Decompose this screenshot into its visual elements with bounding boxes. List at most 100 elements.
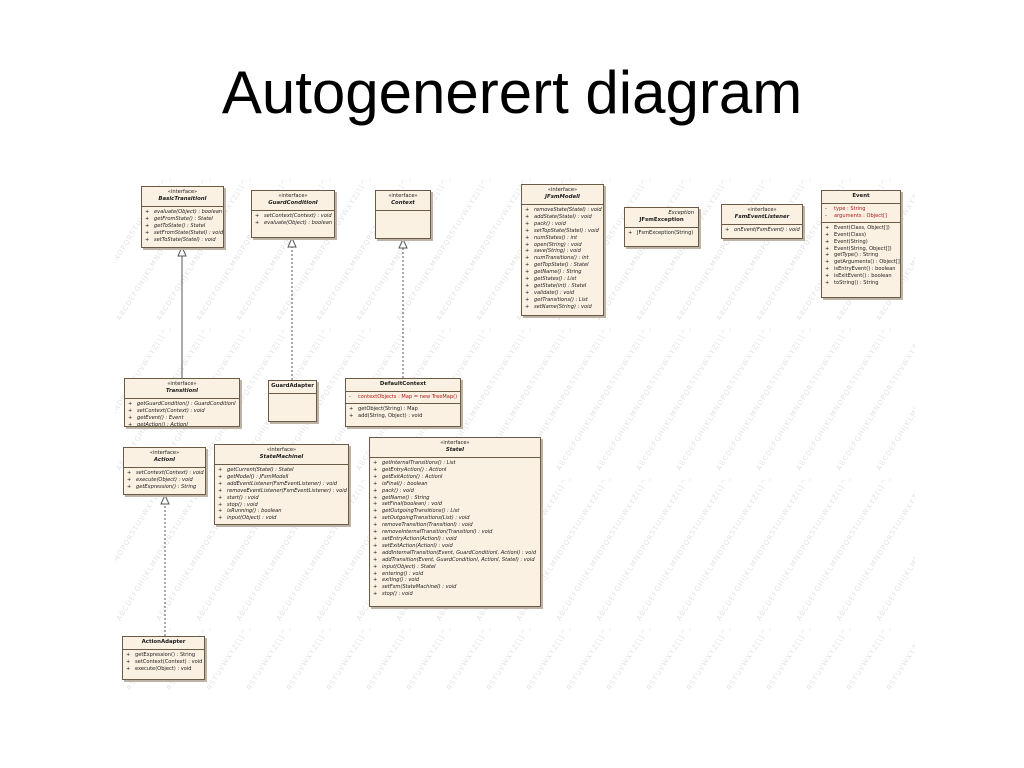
visibility-marker: + xyxy=(825,259,830,266)
method-text: setFromState(StateI) : void xyxy=(154,229,224,236)
class-methods: +Event(Class, Object[])+Event(Class)+Eve… xyxy=(822,223,900,289)
class-stereotype: «interface» xyxy=(747,207,777,213)
method-text: getName() : String xyxy=(534,269,582,276)
visibility-marker: + xyxy=(725,227,730,233)
method-text: addInternalTransition(Event, GuardCondit… xyxy=(382,549,537,556)
class-header: «interface»StateI xyxy=(370,438,540,458)
method-row: +input(Object) : void xyxy=(218,515,345,522)
method-text: setOutgoingTransitions(List) : void xyxy=(382,515,470,522)
watermark-text: ABCDEFGHIJKLMNOPQRSTUVWXYZ[\]^_ xyxy=(675,623,772,690)
method-row: +validate() : void xyxy=(525,290,600,297)
method-text: Event(Class) xyxy=(834,231,866,238)
visibility-marker: + xyxy=(525,303,530,310)
watermark-text: ABCDEFGHIJKLMNOPQRSTUVWXYZ[\]^_ xyxy=(595,178,693,323)
visibility-marker: + xyxy=(349,412,354,419)
class-methods: +getInternalTransitions() : List+getEntr… xyxy=(370,458,540,600)
class-basic-transition[interactable]: «interface»BasicTransitionI+evaluate(Obj… xyxy=(141,186,224,248)
class-name: TransitionI xyxy=(165,388,199,394)
visibility-marker: + xyxy=(127,470,132,476)
method-text: save(String) : void xyxy=(534,248,581,255)
watermark-text: ABCDEFGHIJKLMNOPQRSTUVWXYZ[\]^_ xyxy=(715,473,813,623)
watermark-text: ABCDEFGHIJKLMNOPQRSTUVWXYZ[\]^_ xyxy=(595,473,693,623)
class-header: «interface»Context xyxy=(376,191,430,211)
visibility-marker: + xyxy=(349,405,354,412)
visibility-marker: + xyxy=(825,238,830,245)
method-row: +getExpression() : String xyxy=(126,652,201,659)
visibility-marker: + xyxy=(825,266,830,273)
class-fsm-event-listener[interactable]: «interface»FsmEventListener+onEvent(FsmE… xyxy=(721,204,803,239)
method-row: +addTransition(Event, GuardConditionI, A… xyxy=(373,557,537,564)
visibility-marker: + xyxy=(218,473,223,480)
method-row: +getOutgoingTransitions() : List xyxy=(373,508,537,515)
visibility-marker: + xyxy=(525,227,530,234)
class-header: «interface»FsmEventListener xyxy=(722,205,802,225)
method-text: setFsm(StateMachineI) : void xyxy=(382,584,457,591)
attribute-text: type : String xyxy=(834,206,866,212)
method-text: getTopState() : StateI xyxy=(534,262,589,269)
method-row: +getToState() : StateI xyxy=(145,223,220,230)
class-guard-adapter[interactable]: GuardAdapter xyxy=(268,380,317,422)
class-context[interactable]: «interface»Context xyxy=(375,190,431,239)
visibility-marker: + xyxy=(126,658,131,665)
class-state-machine[interactable]: «interface»StateMachineI+getCurrent(Stat… xyxy=(214,444,349,525)
class-methods: +removeState(StateI) : void+addState(Sta… xyxy=(522,205,603,313)
attribute-row: -arguments : Object[] xyxy=(825,213,897,220)
visibility-marker: - xyxy=(825,206,827,212)
generalization-arrowhead xyxy=(177,245,187,257)
method-row: +evaluate(Object) : boolean xyxy=(255,220,332,227)
method-text: setContext(Context) : void xyxy=(135,658,203,665)
method-row: +Event(Class, Object[]) xyxy=(825,225,897,232)
method-row: +Event(Class) xyxy=(825,232,897,239)
visibility-marker: + xyxy=(373,501,378,508)
watermark-text: ABCDEFGHIJKLMNOPQRSTUVWXYZ[\]^_ xyxy=(635,623,732,690)
class-action-adapter[interactable]: ActionAdapter +getExpression() : String+ s… xyxy=(122,636,205,680)
visibility-marker: + xyxy=(525,276,530,283)
method-text: setFinal(boolean) : void xyxy=(382,501,442,508)
method-row: +start() : void xyxy=(218,495,345,502)
method-row: +input(Object) : StateI xyxy=(373,564,537,571)
class-methods: +evaluate(Object) : boolean+getFromState… xyxy=(142,207,223,246)
watermark-text: ABCDEFGHIJKLMNOPQRSTUVWXYZ[\]^_ xyxy=(755,623,852,690)
method-text: execute(Object) : void xyxy=(135,665,192,672)
method-text: Event(String) xyxy=(834,238,868,245)
visibility-marker: + xyxy=(525,220,530,227)
method-text: addEventListener(FsmEventListener) : voi… xyxy=(227,480,338,487)
class-guard-condition[interactable]: «interface»GuardConditionI+setContext(Co… xyxy=(251,190,335,238)
class-methods: +setContext(Context) : void+evaluate(Obj… xyxy=(252,211,334,229)
watermark-text: ABCDEFGHIJKLMNOPQRSTUVWXYZ[\]^_ xyxy=(595,623,692,690)
method-text: open(String) : void xyxy=(534,241,582,248)
visibility-marker: + xyxy=(373,460,378,466)
class-name: FsmEventListener xyxy=(734,214,790,220)
method-text: Event(Class, Object[]) xyxy=(834,224,890,231)
class-event[interactable]: Event - type : String-arguments : Object[]… xyxy=(821,190,901,298)
class-jfsm-model[interactable]: «interface»JFsmModelI+removeState(StateI… xyxy=(521,184,604,316)
method-row: +setContext(Context) : void xyxy=(127,470,204,477)
method-text: numStates() : int xyxy=(534,234,578,241)
class-action[interactable]: «interface»ActionI+setContext(Context) :… xyxy=(123,447,206,495)
class-attributes: - type : String-arguments : Object[] xyxy=(822,204,900,223)
method-row: +numTransitions() : int xyxy=(525,255,600,262)
visibility-marker: + xyxy=(218,494,223,501)
watermark-text: ABCDEFGHIJKLMNOPQRSTUVWXYZ[\]^_ xyxy=(275,623,372,690)
visibility-marker: + xyxy=(628,230,633,236)
class-state[interactable]: «interface»StateI+getInternalTransitions… xyxy=(369,437,541,607)
class-header: Event xyxy=(822,191,900,204)
visibility-marker: + xyxy=(525,269,530,276)
class-default-context[interactable]: DefaultContext-contextObjects : Map = ne… xyxy=(345,378,461,427)
class-stereotype: «interface» xyxy=(547,187,578,193)
watermark-text: ABCDEFGHIJKLMNOPQRSTUVWXYZ[\]^_ xyxy=(755,323,853,473)
class-transition[interactable]: «interface»TransitionI+getGuardCondition… xyxy=(124,378,240,427)
method-row: + setContext(Context) : void xyxy=(126,658,203,666)
visibility-marker: + xyxy=(373,542,378,549)
watermark-text: ABCDEFGHIJKLMNOPQRSTUVWXYZ[\]^_ xyxy=(755,473,853,623)
method-text: addState(StateI) : void xyxy=(534,213,592,220)
visibility-marker: + xyxy=(218,501,223,508)
method-text: removeTransition(TransitionI) : void xyxy=(382,522,473,529)
class-header: ActionAdapter xyxy=(123,637,204,650)
visibility-marker: + xyxy=(825,252,830,259)
visibility-marker: + xyxy=(373,577,378,584)
attribute-row: -contextObjects : Map = new TreeMap() xyxy=(349,394,457,401)
class-methods: +setContext(Context) : void+execute(Obje… xyxy=(124,468,205,493)
method-row: +pack() : void xyxy=(525,221,600,228)
